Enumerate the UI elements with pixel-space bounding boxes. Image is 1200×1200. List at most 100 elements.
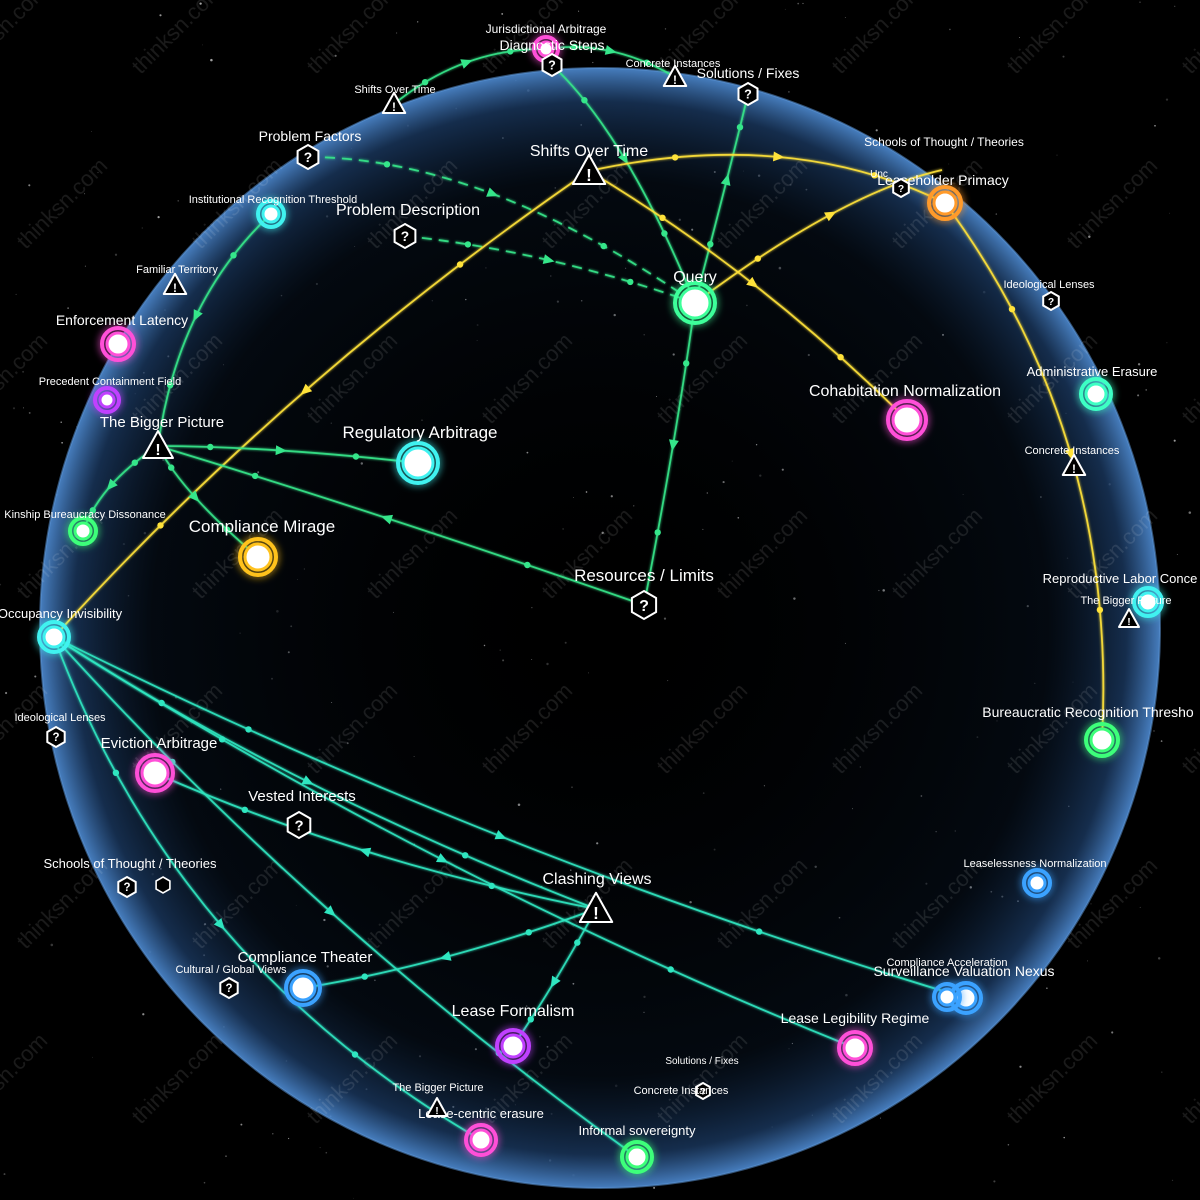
star-dot — [844, 16, 846, 19]
node-regulatory-arbitrage[interactable]: Regulatory Arbitrage — [343, 423, 498, 485]
node-halo — [837, 1030, 873, 1066]
node-label: Schools of Thought / Theories — [864, 135, 1024, 149]
warning-triangle-icon[interactable] — [571, 153, 607, 185]
node-circle[interactable] — [243, 542, 273, 572]
node-circle[interactable] — [401, 446, 435, 480]
node-circle[interactable] — [42, 625, 66, 649]
node-solutions-fixes[interactable]: ?Solutions / Fixes — [697, 65, 800, 107]
node-solutions-fixes-bottom[interactable]: Solutions / Fixes — [665, 1056, 738, 1067]
node-circle[interactable] — [891, 404, 923, 436]
question-hex-icon[interactable] — [393, 222, 417, 250]
node-administrative-erasure[interactable]: Administrative Erasure — [1027, 364, 1158, 411]
node-circle[interactable] — [1027, 873, 1047, 893]
node-label: Occupancy Invisibility — [0, 606, 123, 621]
node-bigger-picture-right[interactable]: !The Bigger Picture — [1080, 595, 1172, 628]
node-enforcement-latency[interactable]: Enforcement Latency — [56, 312, 188, 362]
node-clashing-views[interactable]: !Clashing Views — [542, 871, 652, 923]
node-informal-sovereignty[interactable]: Informal sovereignty — [578, 1123, 696, 1174]
node-label: Administrative Erasure — [1027, 364, 1158, 379]
node-familiar-territory[interactable]: !Familiar Territory — [136, 264, 218, 295]
node-cohabitation-normalization[interactable]: Cohabitation Normalization — [809, 383, 1001, 441]
node-circle[interactable] — [1137, 591, 1159, 613]
node-circle[interactable] — [932, 190, 958, 216]
node-circle[interactable] — [537, 40, 555, 58]
node-circle[interactable] — [140, 758, 170, 788]
node-reproductive-labor[interactable]: Reproductive Labor Conce — [1043, 571, 1198, 618]
node-ideological-lenses-left[interactable]: ?Ideological Lenses — [14, 712, 106, 749]
question-hex-icon[interactable] — [286, 810, 312, 840]
node-concrete-instances-top[interactable]: !Concrete Instances — [626, 58, 721, 87]
warning-triangle-icon[interactable] — [142, 430, 174, 459]
warning-triangle-icon[interactable] — [1118, 608, 1140, 628]
question-hex-icon[interactable] — [737, 81, 759, 107]
node-circle[interactable] — [98, 391, 116, 409]
warning-triangle-icon[interactable] — [578, 891, 614, 923]
warning-triangle-icon[interactable] — [662, 64, 688, 87]
node-eviction-arbitrage[interactable]: Eviction Arbitrage — [101, 735, 218, 793]
question-hex-icon[interactable] — [296, 143, 320, 171]
node-circle[interactable] — [261, 204, 281, 224]
node-compliance-mirage[interactable]: Compliance Mirage — [189, 517, 335, 577]
node-leaselessness[interactable]: Leaselessness Normalization — [963, 858, 1107, 898]
node-concrete-instances-bottom[interactable]: ?Concrete Instances — [634, 1081, 729, 1101]
node-circle[interactable] — [937, 987, 957, 1007]
node-problem-description[interactable]: ?Problem Description — [336, 202, 480, 250]
warning-triangle-icon[interactable] — [381, 91, 407, 114]
node-concrete-instances-right[interactable]: !Concrete Instances — [1025, 445, 1120, 476]
node-bigger-picture-bottom[interactable]: !The Bigger Picture — [392, 1082, 484, 1117]
question-hex-icon[interactable] — [219, 976, 239, 1000]
node-leaseholder-primacy[interactable]: Leaseholder Primacy — [877, 172, 1009, 221]
node-lease-centric[interactable]: Lease-centric erasure — [418, 1106, 544, 1157]
warning-triangle-icon[interactable] — [426, 1097, 448, 1117]
node-circle[interactable] — [678, 286, 712, 320]
node-circle[interactable] — [842, 1035, 868, 1061]
node-circle[interactable] — [625, 1145, 649, 1169]
node-circle[interactable] — [289, 974, 317, 1002]
warning-triangle-icon[interactable] — [1061, 453, 1087, 476]
question-hex-icon[interactable] — [155, 876, 171, 894]
node-lease-formalism[interactable]: Lease Formalism — [452, 1003, 575, 1064]
node-institutional-recognition[interactable]: Institutional Recognition Threshold — [189, 194, 358, 229]
question-hex-icon[interactable] — [541, 52, 563, 78]
question-hex-icon[interactable] — [1042, 290, 1060, 312]
question-hex-icon[interactable] — [46, 725, 66, 749]
node-circle[interactable] — [1084, 382, 1108, 406]
node-occupancy-invisibility[interactable]: Occupancy Invisibility — [0, 606, 123, 654]
node-query[interactable]: Query — [673, 269, 717, 325]
node-cultural-global[interactable]: ?Cultural / Global Views — [175, 964, 287, 1000]
node-unc-marker[interactable]: ?Unc — [870, 169, 910, 199]
node-ideological-lenses-right[interactable]: ?Ideological Lenses — [1003, 279, 1095, 312]
node-circle[interactable] — [500, 1033, 526, 1059]
question-hex-icon[interactable] — [695, 1081, 711, 1101]
node-circle[interactable] — [1089, 727, 1115, 753]
node-circle[interactable] — [469, 1128, 493, 1152]
question-hex-icon[interactable] — [117, 875, 137, 899]
question-hex-icon[interactable] — [892, 177, 910, 199]
node-circle[interactable] — [73, 521, 93, 541]
node-bureaucratic-recognition[interactable]: Bureaucratic Recognition Thresho — [982, 704, 1194, 758]
question-hex-icon[interactable] — [630, 589, 658, 621]
warning-triangle-icon[interactable] — [162, 272, 188, 295]
node-resources-limits[interactable]: ?Resources / Limits — [574, 566, 714, 621]
node-problem-factors[interactable]: ?Problem Factors — [259, 128, 362, 171]
edge-dot — [1008, 306, 1016, 313]
node-vested-interests[interactable]: ?Vested Interests — [248, 788, 356, 840]
node-precedent-containment[interactable]: Precedent Containment Field — [39, 376, 181, 414]
node-kinship-bureaucracy[interactable]: Kinship Bureaucracy Dissonance — [4, 509, 166, 546]
star-dot — [1171, 1179, 1174, 1182]
star-dot — [177, 200, 179, 202]
node-shifts-over-time[interactable]: !Shifts Over Time — [530, 143, 648, 185]
node-bigger-picture-left[interactable]: !The Bigger Picture — [100, 414, 224, 459]
star-dot — [1174, 5, 1176, 7]
node-schools-thought-right[interactable]: Schools of Thought / Theories — [864, 135, 1024, 149]
node-compliance-theater[interactable]: Compliance Theater — [238, 949, 373, 1007]
node-diagnostic-steps[interactable]: ?Diagnostic Steps — [499, 37, 605, 78]
node-lease-legibility[interactable]: Lease Legibility Regime — [781, 1010, 930, 1066]
node-circle[interactable] — [105, 331, 131, 357]
node-compliance-acceleration[interactable]: Compliance Acceleration — [886, 957, 1008, 1012]
node-shifts-over-time-small[interactable]: !Shifts Over Time — [354, 84, 436, 114]
node-schools-thought-left[interactable]: ?Schools of Thought / Theories — [44, 856, 217, 899]
